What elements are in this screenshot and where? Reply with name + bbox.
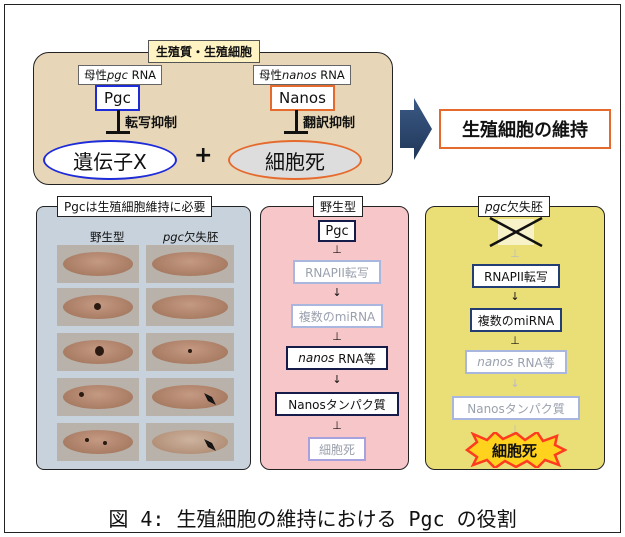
wildtype-panel-title: 野生型 — [313, 196, 364, 217]
plus-sign: + — [194, 143, 213, 168]
mut-arrow-1: ↓ — [510, 290, 520, 303]
germ-cell-spot — [94, 303, 101, 310]
mut-mirna-node: 複数のmiRNA — [470, 308, 562, 332]
germ-cell-spot — [188, 349, 192, 353]
embryo-shape — [152, 295, 228, 319]
gene-x-label: 遺伝子X — [73, 149, 147, 174]
embryo-image-wt-1 — [57, 245, 139, 283]
mutant-pathway-panel — [425, 206, 605, 470]
mut-inhibit-0: ⊥ — [510, 247, 520, 260]
mutant-panel-title: pgc欠失胚 — [478, 196, 550, 217]
right-arrow-icon — [400, 98, 432, 160]
transcription-repression-label: 転写抑制 — [125, 116, 178, 131]
germ-cell-spot — [103, 441, 107, 445]
wt-rnapii-node: RNAPII転写 — [293, 260, 381, 284]
wt-mirna-node: 複数のmiRNA — [291, 304, 383, 328]
embryo-shape — [63, 385, 133, 409]
wt-inhibit-2: ⊥ — [332, 330, 342, 343]
mut-nanos-rna-node: nanos RNA等 — [465, 350, 567, 374]
photo-panel-title: Pgcは生殖細胞維持に必要 — [57, 196, 213, 217]
embryo-image-mut-1 — [146, 245, 234, 283]
wt-pgc-node: Pgc — [318, 220, 356, 242]
mut-rnapii-node: RNAPII転写 — [472, 264, 560, 288]
mut-inhibit-1: ⊥ — [510, 334, 520, 347]
mut-cell-death-label: 細胞死 — [492, 442, 538, 460]
maternal-nanos-rna-label: 母性nanos RNA — [253, 65, 351, 85]
arrowhead-icon — [204, 439, 216, 451]
embryo-image-mut-5 — [146, 423, 234, 461]
germ-plasm-title: 生殖質・生殖細胞 — [148, 40, 261, 63]
embryo-shape — [152, 385, 228, 409]
arrowhead-icon — [204, 393, 216, 405]
germ-cell-spot — [79, 392, 84, 397]
embryo-shape — [63, 252, 133, 276]
pgc-inhibit-bar — [106, 131, 130, 134]
embryo-image-wt-3 — [57, 333, 139, 371]
nanos-inhibit-line — [295, 110, 298, 132]
mut-inhibit-2: ⊥ — [510, 423, 520, 436]
wt-arrow-1: ↓ — [332, 286, 342, 299]
pgc-mutant-column-label: pgc欠失胚 — [163, 230, 219, 244]
wildtype-pathway-panel — [260, 206, 409, 470]
wt-cell-death-node: 細胞死 — [308, 437, 366, 461]
embryo-image-wt-2 — [57, 288, 139, 326]
pgc-inhibit-line — [117, 110, 120, 132]
embryo-image-wt-5 — [57, 423, 139, 461]
translation-repression-label: 翻訳抑制 — [303, 116, 356, 131]
deleted-cross-icon — [489, 216, 543, 248]
embryo-image-wt-4 — [57, 378, 139, 416]
wt-arrow-2: ↓ — [332, 373, 342, 386]
mut-arrow-2: ↓ — [510, 377, 520, 390]
cell-death-burst-icon — [465, 432, 567, 468]
gene-x-oval: 遺伝子X — [43, 140, 177, 180]
embryo-image-mut-2 — [146, 288, 234, 326]
wt-nanos-protein-node: Nanosタンパク質 — [275, 392, 399, 416]
embryo-image-mut-3 — [146, 333, 234, 371]
germ-cell-spot — [85, 438, 89, 442]
cell-death-label: 細胞死 — [265, 149, 325, 174]
wt-inhibit-3: ⊥ — [332, 419, 342, 432]
wildtype-column-label: 野生型 — [90, 230, 125, 244]
wt-nanos-rna-node: nanos RNA等 — [286, 346, 388, 370]
maternal-pgc-rna-label: 母性pgc RNA — [78, 65, 163, 85]
embryo-image-mut-4 — [146, 378, 234, 416]
figure-frame — [4, 4, 621, 533]
embryo-shape — [152, 252, 228, 276]
figure-caption: 図 4: 生殖細胞の維持における Pgc の役割 — [108, 507, 517, 531]
nanos-protein-box: Nanos — [270, 85, 335, 111]
cell-death-oval: 細胞死 — [228, 140, 362, 180]
germ-cell-maintenance-box: 生殖細胞の維持 — [439, 109, 611, 149]
pgc-protein-box: Pgc — [95, 85, 140, 111]
nanos-inhibit-bar — [284, 131, 308, 134]
embryo-shape — [63, 430, 133, 454]
wt-inhibit-1: ⊥ — [332, 243, 342, 256]
germ-cell-spot — [95, 346, 104, 356]
mut-nanos-protein-node: Nanosタンパク質 — [452, 396, 580, 420]
